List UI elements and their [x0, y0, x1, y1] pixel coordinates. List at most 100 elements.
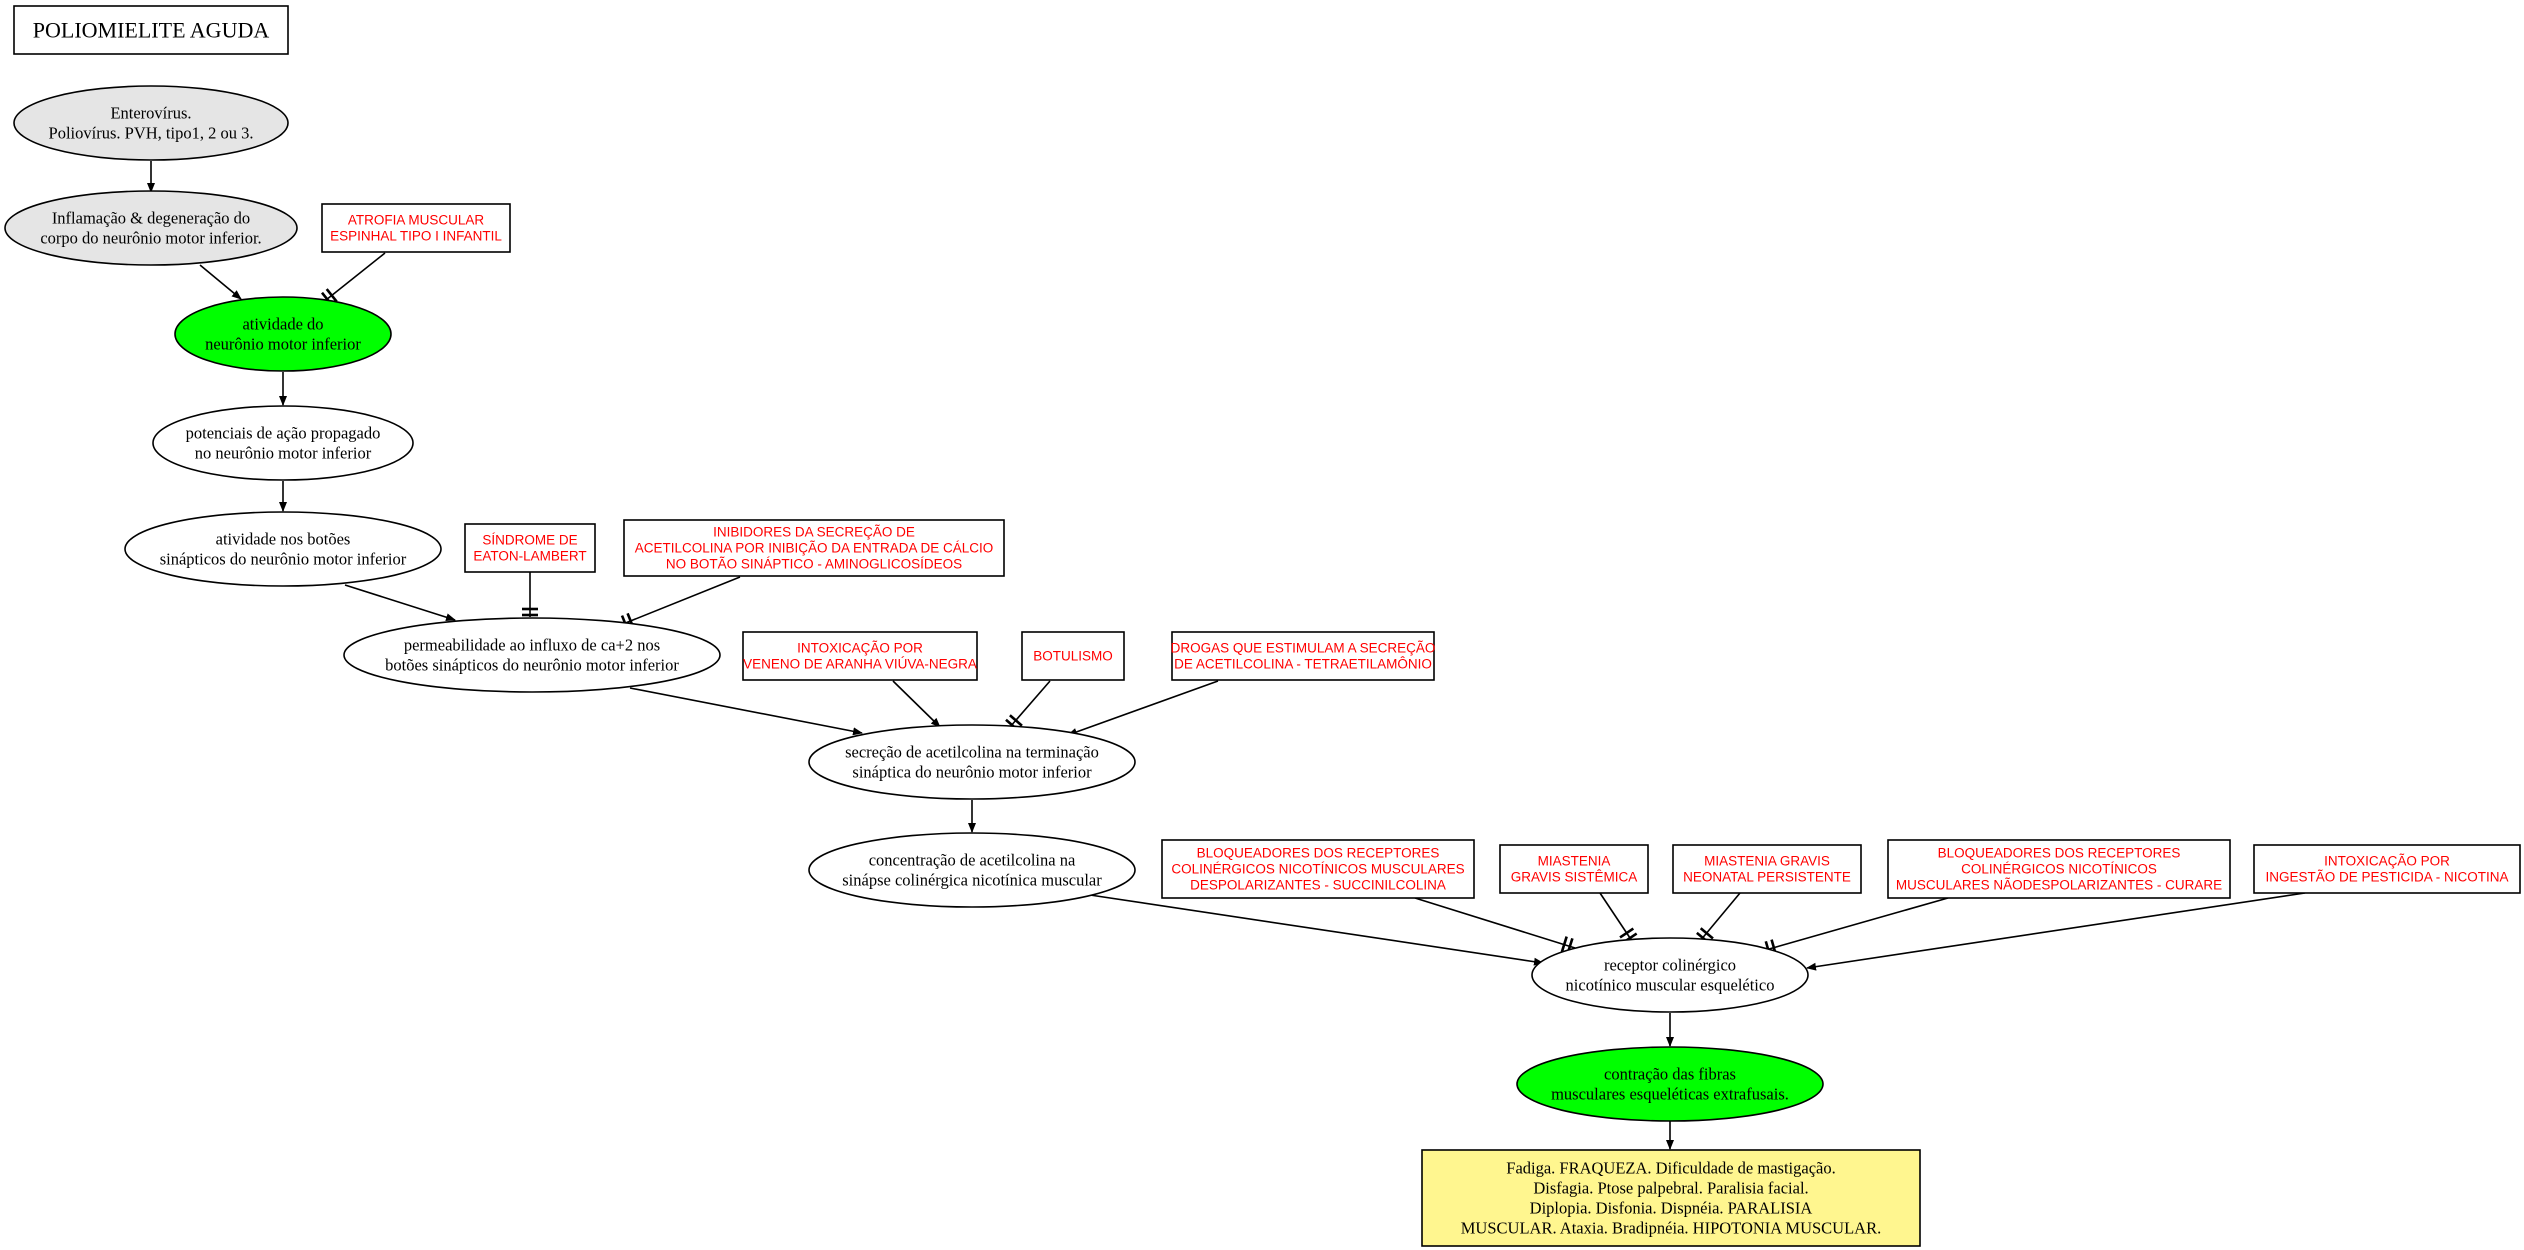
modifier-box-m6-text-line: DE ACETILCOLINA - TETRAETILAMÔNIO — [1174, 657, 1432, 672]
edge-m1-n3 — [320, 252, 386, 307]
inhibit-bar — [1619, 927, 1635, 939]
process-node-n7-text-line: sináptica do neurônio motor inferior — [852, 763, 1092, 782]
process-node-n10-text-line: contração das fibras — [1604, 1065, 1736, 1084]
process-node-n2-text-line: Inflamação & degeneração do — [52, 209, 250, 228]
edge-n5-n6 — [344, 584, 456, 622]
process-node-n3-text-line: neurônio motor inferior — [205, 335, 361, 354]
edge-m2-n6 — [522, 572, 538, 617]
process-node-n10-shape — [1516, 1046, 1824, 1122]
edge-n8-n9 — [1089, 894, 1544, 966]
modifier-box-m5-text-line: BOTULISMO — [1033, 649, 1113, 664]
edge-m3-n6 — [620, 576, 741, 631]
nodes-layer: POLIOMIELITE AGUDA Enterovírus.Poliovírus… — [4, 5, 2521, 1247]
process-node-n4-text-line: no neurônio motor inferior — [195, 444, 372, 463]
modifier-box-m3-text-line: NO BOTÃO SINÁPTICO - AMINOGLICOSÍDEOS — [666, 557, 962, 572]
modifier-box-m1-text-line: ATROFIA MUSCULAR — [348, 213, 485, 228]
process-node-n9-text-line: nicotínico muscular esquelético — [1566, 976, 1775, 995]
clinical-result-box-text-line: Disfagia. Ptose palpebral. Paralisia fac… — [1533, 1179, 1808, 1198]
process-node-n1-shape — [13, 85, 289, 161]
modifier-box-m4-text-line: INTOXICAÇÃO POR — [797, 641, 923, 656]
modifier-box-m7-text-line: BLOQUEADORES DOS RECEPTORES — [1197, 846, 1440, 861]
modifier-box-m7: BLOQUEADORES DOS RECEPTORESCOLINÉRGICOS … — [1161, 839, 1475, 899]
process-node-n5-text-line: sinápticos do neurônio motor inferior — [160, 550, 407, 569]
process-node-n6: permeabilidade ao influxo de ca+2 nosbot… — [343, 617, 721, 693]
process-node-n4-text-line: potenciais de ação propagado — [186, 424, 381, 443]
inhibit-bar — [1560, 936, 1568, 953]
modifier-box-m6-shape — [1171, 631, 1435, 681]
process-node-n7-text-line: secreção de acetilcolina na terminação — [845, 743, 1099, 762]
modifier-box-m8-text-line: MIASTENIA — [1538, 854, 1611, 869]
process-node-n7-shape — [808, 724, 1136, 800]
modifier-box-m2-text-line: SÍNDROME DE — [482, 533, 577, 548]
modifier-box-m3-shape — [623, 519, 1005, 577]
process-node-n6-text-line: botões sinápticos do neurônio motor infe… — [385, 656, 679, 675]
process-node-n6-text-line: permeabilidade ao influxo de ca+2 nos — [404, 636, 660, 655]
diagram-title: POLIOMIELITE AGUDA — [13, 5, 289, 55]
edge-n6-n7 — [629, 687, 863, 736]
modifier-box-m10-text-line: MUSCULARES NÃODESPOLARIZANTES - CURARE — [1896, 878, 2222, 893]
modifier-box-m11-shape — [2253, 844, 2521, 894]
modifier-box-m7-text-line: COLINÉRGICOS NICOTÍNICOS MUSCULARES — [1171, 862, 1464, 877]
inhibit-bar — [325, 288, 338, 303]
process-node-n2-text-line: corpo do neurônio motor inferior. — [40, 229, 261, 248]
process-node-n3-text-line: atividade do — [242, 315, 323, 334]
process-node-n9-text-line: receptor colinérgico — [1604, 956, 1736, 975]
modifier-box-m8-shape — [1499, 844, 1649, 894]
modifier-box-m10-shape — [1887, 839, 2231, 899]
process-node-n7: secreção de acetilcolina na terminaçãosi… — [808, 724, 1136, 800]
process-node-n1-text-line: Poliovírus. PVH, tipo1, 2 ou 3. — [49, 124, 254, 143]
clinical-result-box-text-line: Fadiga. FRAQUEZA. Dificuldade de mastiga… — [1506, 1159, 1835, 1178]
edge-m5-n7 — [1005, 680, 1051, 732]
modifier-box-m3-text-line: ACETILCOLINA POR INIBIÇÃO DA ENTRADA DE … — [635, 541, 994, 556]
process-node-n10-text-line: musculares esqueléticas extrafusais. — [1551, 1085, 1789, 1104]
modifier-box-m6-text-line: DROGAS QUE ESTIMULAM A SECREÇÃO — [1171, 641, 1436, 656]
modifier-box-m9-shape — [1672, 844, 1862, 894]
modifier-box-m4-shape — [742, 631, 978, 681]
edge-m10-n9 — [1761, 897, 1949, 958]
modifier-box-m5-shape — [1021, 631, 1125, 681]
process-node-n8-shape — [808, 832, 1136, 908]
modifier-box-m9-text-line: NEONATAL PERSISTENTE — [1683, 870, 1851, 885]
modifier-box-m3-text-line: INIBIDORES DA SECREÇÃO DE — [713, 525, 915, 540]
clinical-result-box: Fadiga. FRAQUEZA. Dificuldade de mastiga… — [1421, 1149, 1921, 1247]
process-node-n5-text-line: atividade nos botões — [216, 530, 351, 549]
clinical-result-box-text-line: MUSCULAR. Ataxia. Bradipnéia. HIPOTONIA … — [1461, 1219, 1881, 1238]
diagram-title-shape — [13, 5, 289, 55]
inhibit-bar — [1009, 714, 1023, 727]
diagram-title-text-line: POLIOMIELITE AGUDA — [33, 18, 270, 43]
edge-m6-n7 — [1067, 680, 1219, 736]
modifier-box-m10: BLOQUEADORES DOS RECEPTORESCOLINÉRGICOS … — [1887, 839, 2231, 899]
inhibit-bar — [1699, 927, 1714, 940]
process-node-n1: Enterovírus.Poliovírus. PVH, tipo1, 2 ou… — [13, 85, 289, 161]
modifier-box-m7-shape — [1161, 839, 1475, 899]
edge-m4-n7 — [892, 680, 941, 728]
clinical-result-box-shape — [1421, 1149, 1921, 1247]
modifier-box-m2-shape — [464, 523, 596, 573]
process-node-n5-shape — [124, 511, 442, 587]
edge-m8-n9 — [1599, 892, 1638, 944]
modifier-box-m7-text-line: DESPOLARIZANTES - SUCCINILCOLINA — [1190, 878, 1446, 893]
clinical-result-box-text-line: Diplopia. Disfonia. Dispnéia. PARALISIA — [1530, 1199, 1813, 1218]
process-node-n9-shape — [1531, 937, 1809, 1013]
process-node-n1-text-line: Enterovírus. — [110, 104, 191, 123]
edge-m11-n9 — [1806, 892, 2306, 971]
modifier-box-m10-text-line: COLINÉRGICOS NICOTÍNICOS — [1961, 862, 2157, 877]
process-node-n8-text-line: concentração de acetilcolina na — [869, 851, 1076, 870]
process-node-n8-text-line: sinápse colinérgica nicotínica muscular — [842, 871, 1102, 890]
modifier-box-m8-text-line: GRAVIS SISTÊMICA — [1511, 870, 1638, 885]
modifier-box-m5: BOTULISMO — [1021, 631, 1125, 681]
